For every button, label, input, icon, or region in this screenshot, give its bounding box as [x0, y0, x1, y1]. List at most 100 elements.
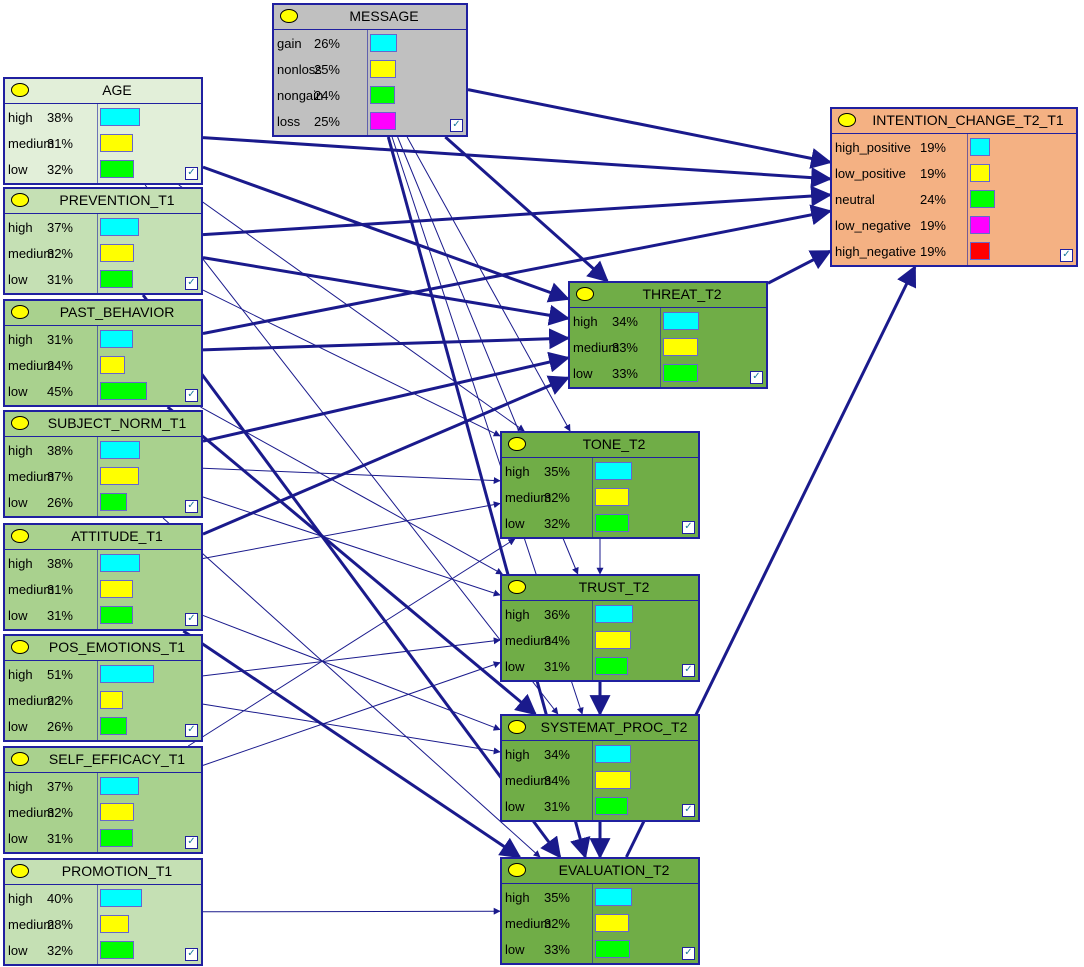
- state-probability-bar: [100, 580, 133, 598]
- node-checkbox-icon[interactable]: ✓: [185, 277, 198, 290]
- state-label: low: [8, 831, 28, 846]
- node-oval-icon: [11, 752, 29, 766]
- node-oval-icon: [508, 863, 526, 877]
- node-header[interactable]: SELF_EFFICACY_T1: [5, 748, 201, 773]
- state-label: low: [8, 384, 28, 399]
- edge-subject-to-tone: [202, 467, 501, 485]
- edge-promotion-to-evaluation: [202, 907, 501, 915]
- state-label: low_positive: [835, 166, 906, 181]
- node-oval-icon: [11, 416, 29, 430]
- state-percent: 31%: [543, 659, 570, 674]
- node-header[interactable]: MESSAGE: [274, 5, 466, 30]
- node-header[interactable]: SUBJECT_NORM_T1: [5, 412, 201, 437]
- node-divider: [592, 740, 593, 820]
- state-percent: 40%: [46, 891, 73, 906]
- state-probability-bar: [595, 514, 629, 532]
- node-title: AGE: [102, 82, 132, 98]
- node-checkbox-icon[interactable]: ✓: [185, 389, 198, 402]
- node-header[interactable]: TONE_T2: [502, 433, 698, 458]
- node-header[interactable]: ATTITUDE_T1: [5, 525, 201, 550]
- state-probability-bar: [100, 160, 134, 178]
- node-divider: [592, 883, 593, 963]
- edge-subject-to-evaluation: [162, 517, 541, 858]
- node-checkbox-icon[interactable]: ✓: [450, 119, 463, 132]
- state-probability-bar: [595, 940, 630, 958]
- state-label: medium: [8, 246, 55, 261]
- node-divider: [660, 307, 661, 387]
- edge-past-to-threat: [202, 328, 571, 352]
- edge-message-to-tone: [406, 136, 571, 432]
- state-percent: 32%: [543, 516, 570, 531]
- node-checkbox-icon[interactable]: ✓: [682, 804, 695, 817]
- node-checkbox-icon[interactable]: ✓: [185, 613, 198, 626]
- node-checkbox-icon[interactable]: ✓: [682, 947, 695, 960]
- state-percent: 19%: [919, 244, 946, 259]
- node-checkbox-icon[interactable]: ✓: [682, 521, 695, 534]
- state-probability-bar: [100, 554, 140, 572]
- state-percent: 32%: [46, 805, 73, 820]
- edge-past-to-intention: [202, 204, 833, 335]
- node-header[interactable]: THREAT_T2: [570, 283, 766, 308]
- state-label: low: [505, 659, 525, 674]
- state-percent: 26%: [313, 36, 340, 51]
- state-label: low: [8, 495, 28, 510]
- state-probability-bar: [970, 190, 995, 208]
- edge-posemo-to-systemat: [202, 703, 501, 755]
- node-checkbox-icon[interactable]: ✓: [1060, 249, 1073, 262]
- state-label: high_negative: [835, 244, 916, 259]
- node-header[interactable]: EVALUATION_T2: [502, 859, 698, 884]
- state-label: medium: [8, 805, 55, 820]
- node-checkbox-icon[interactable]: ✓: [682, 664, 695, 677]
- edge-age-to-tone: [178, 184, 525, 432]
- node-checkbox-icon[interactable]: ✓: [185, 948, 198, 961]
- node-header[interactable]: PAST_BEHAVIOR: [5, 301, 201, 326]
- state-percent: 38%: [46, 110, 73, 125]
- state-percent: 31%: [46, 332, 73, 347]
- node-header[interactable]: PREVENTION_T1: [5, 189, 201, 214]
- node-title: ATTITUDE_T1: [71, 528, 163, 544]
- node-header[interactable]: INTENTION_CHANGE_T2_T1: [832, 109, 1076, 134]
- edge-subject-to-threat: [202, 351, 571, 443]
- node-checkbox-icon[interactable]: ✓: [185, 500, 198, 513]
- node-checkbox-icon[interactable]: ✓: [750, 371, 763, 384]
- node-header[interactable]: PROMOTION_T1: [5, 860, 201, 885]
- node-checkbox-icon[interactable]: ✓: [185, 724, 198, 737]
- node-checkbox-icon[interactable]: ✓: [185, 836, 198, 849]
- node-header[interactable]: AGE: [5, 79, 201, 104]
- node-header[interactable]: POS_EMOTIONS_T1: [5, 636, 201, 661]
- state-probability-bar: [595, 462, 632, 480]
- node-checkbox-icon[interactable]: ✓: [185, 167, 198, 180]
- state-probability-bar: [100, 691, 123, 709]
- state-probability-bar: [100, 829, 133, 847]
- node-header[interactable]: SYSTEMAT_PROC_T2: [502, 716, 698, 741]
- state-probability-bar: [100, 330, 133, 348]
- node-oval-icon: [508, 720, 526, 734]
- node-divider: [97, 325, 98, 405]
- state-probability-bar: [100, 777, 139, 795]
- node-header[interactable]: TRUST_T2: [502, 576, 698, 601]
- edge-prevention-to-tone: [202, 289, 501, 437]
- node-title: PROMOTION_T1: [61, 863, 173, 879]
